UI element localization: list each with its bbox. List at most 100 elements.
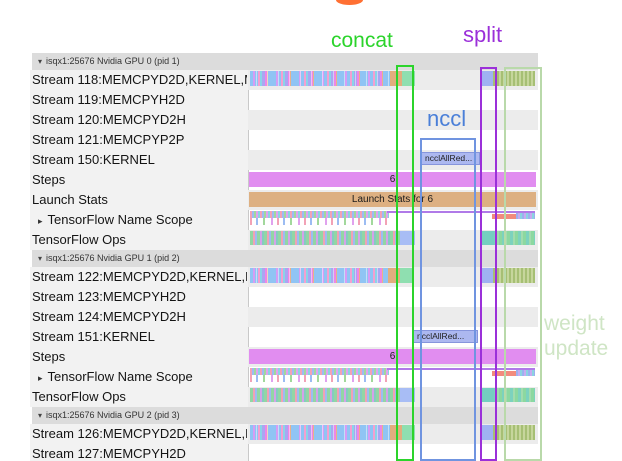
cropped-orange-annotation-fragment — [336, 0, 363, 5]
track-timeline — [248, 70, 538, 90]
track-label: Stream 126:MEMCPYD2D,KERNEL,MI — [32, 426, 247, 441]
steps-bar[interactable]: 6 — [249, 172, 536, 187]
expander-triangle-icon[interactable]: ▸ — [38, 216, 43, 226]
collapse-triangle-icon[interactable]: ▾ — [38, 254, 43, 263]
nccl-annotation-box — [420, 138, 476, 461]
stream-events-bar[interactable] — [493, 71, 535, 86]
track-label: Stream 122:MEMCPYD2D,KERNEL,MI — [32, 269, 247, 284]
row-label-bg — [30, 387, 248, 407]
track-label: Stream 119:MEMCPYH2D — [32, 92, 185, 107]
stream-events-bar[interactable] — [250, 71, 390, 86]
row-label-bg — [30, 267, 248, 287]
steps-bar[interactable]: 6 — [249, 349, 536, 364]
collapse-triangle-icon[interactable]: ▾ — [38, 411, 43, 420]
name-scope-events-bar[interactable] — [250, 368, 389, 375]
track-row-tf-ops: TensorFlow Ops — [0, 230, 622, 250]
name-scope-events-bar[interactable] — [250, 211, 389, 218]
track-row-stream-118: Stream 118:MEMCPYD2D,KERNEL,ME — [0, 70, 622, 90]
device-header-label: isqx1:25676 Nvidia GPU 1 (pid 2) — [46, 253, 180, 263]
stream-events-bar[interactable] — [493, 268, 535, 283]
track-row-stream-150: Stream 150:KERNEL ncclAllRed... — [0, 150, 622, 170]
stream-events-bar[interactable] — [250, 268, 388, 283]
row-label-bg — [30, 130, 248, 150]
track-row-stream-127: Stream 127:MEMCPYH2D — [0, 444, 622, 461]
event-segment[interactable] — [482, 425, 493, 440]
launch-stats-bar[interactable]: Launch Stats for 6 — [249, 192, 536, 207]
track-row-tf-name-scope: ▸ TensorFlow Name Scope — [0, 210, 622, 230]
track-timeline: Launch Stats for 6 — [248, 190, 538, 210]
row-label-bg — [30, 307, 248, 327]
ops-events-bar[interactable] — [250, 231, 400, 245]
track-timeline — [248, 387, 538, 407]
event-segment[interactable] — [481, 388, 494, 402]
name-scope-events-bar[interactable] — [250, 375, 389, 382]
track-label: Stream 127:MEMCPYH2D — [32, 446, 186, 461]
track-row-stream-124: Stream 124:MEMCPYD2H — [0, 307, 622, 327]
track-row-stream-120: Stream 120:MEMCPYD2H — [0, 110, 622, 130]
device-header-label: isqx1:25676 Nvidia GPU 2 (pid 3) — [46, 410, 180, 420]
device-header-band[interactable]: ▾isqx1:25676 Nvidia GPU 2 (pid 3) — [32, 407, 538, 424]
name-scope-span-line[interactable] — [387, 368, 535, 370]
track-timeline — [248, 110, 538, 130]
name-scope-events-bar[interactable] — [250, 218, 389, 225]
event-segment[interactable] — [482, 268, 493, 283]
row-label-bg — [30, 327, 248, 347]
nccl-allreduce-bar[interactable]: ncclAllRed... — [421, 152, 480, 165]
track-row-stream-123: Stream 123:MEMCPYH2D — [0, 287, 622, 307]
track-label: ▸ TensorFlow Name Scope — [32, 367, 247, 387]
row-label-bg — [30, 90, 248, 110]
device-header-band[interactable]: ▾isqx1:25676 Nvidia GPU 0 (pid 1) — [32, 53, 538, 70]
track-label: TensorFlow Ops — [32, 389, 126, 404]
event-segment[interactable] — [482, 71, 493, 86]
weight-update-line2: update — [544, 337, 609, 360]
row-label-bg — [30, 210, 248, 230]
name-scope-events-bar[interactable] — [516, 370, 535, 376]
track-timeline: ncclAllRed... — [248, 150, 538, 170]
stream-events-bar[interactable] — [250, 425, 390, 440]
track-label: Steps — [32, 172, 66, 187]
concat-annotation-box — [396, 65, 414, 461]
device-header-gpu1[interactable]: ▾isqx1:25676 Nvidia GPU 1 (pid 2) — [0, 250, 622, 267]
track-timeline: 6 — [248, 170, 538, 190]
track-label-text: TensorFlow Name Scope — [47, 369, 193, 384]
name-scope-events-bar[interactable] — [516, 213, 535, 219]
name-scope-span-line[interactable] — [387, 211, 535, 213]
track-row-stream-126: Stream 126:MEMCPYD2D,KERNEL,MI — [0, 424, 622, 444]
track-label: ▸ TensorFlow Name Scope — [32, 210, 247, 230]
track-label: Stream 121:MEMCPYP2P — [32, 132, 185, 147]
event-segment[interactable] — [400, 231, 415, 245]
device-header-label: isqx1:25676 Nvidia GPU 0 (pid 1) — [46, 56, 180, 66]
concat-annotation-label: concat — [331, 29, 393, 52]
row-label-bg — [30, 367, 248, 387]
row-label-bg — [30, 424, 248, 444]
track-row-steps: Steps 6 — [0, 170, 622, 190]
track-label-text: TensorFlow Name Scope — [47, 212, 193, 227]
event-segment[interactable] — [400, 268, 413, 283]
event-segment[interactable] — [402, 425, 415, 440]
split-annotation-label: split — [463, 22, 503, 47]
expander-triangle-icon[interactable]: ▸ — [38, 373, 43, 383]
nccl-annotation-label: nccl — [427, 106, 467, 131]
track-label: Stream 123:MEMCPYH2D — [32, 289, 186, 304]
stream-events-bar[interactable] — [493, 425, 535, 440]
event-segment[interactable] — [481, 231, 494, 245]
device-header-gpu2[interactable]: ▾isqx1:25676 Nvidia GPU 2 (pid 3) — [0, 407, 622, 424]
row-label-bg — [30, 287, 248, 307]
track-label: Stream 120:MEMCPYD2H — [32, 112, 186, 127]
track-row-steps: Steps 6 — [0, 347, 622, 367]
row-label-bg — [30, 347, 248, 367]
track-label: Stream 151:KERNEL — [32, 329, 155, 344]
track-row-launch-stats: Launch Stats Launch Stats for 6 — [0, 190, 622, 210]
track-timeline: 6 — [248, 347, 538, 367]
device-header-band[interactable]: ▾isqx1:25676 Nvidia GPU 1 (pid 2) — [32, 250, 538, 267]
row-label-bg — [30, 150, 248, 170]
row-label-bg — [30, 110, 248, 130]
row-label-bg — [30, 190, 248, 210]
row-label-bg — [30, 170, 248, 190]
event-segment[interactable] — [402, 71, 415, 86]
event-segment[interactable] — [400, 388, 415, 402]
ops-events-bar[interactable] — [250, 388, 400, 402]
track-row-tf-name-scope: ▸ TensorFlow Name Scope — [0, 367, 622, 387]
collapse-triangle-icon[interactable]: ▾ — [38, 57, 43, 66]
